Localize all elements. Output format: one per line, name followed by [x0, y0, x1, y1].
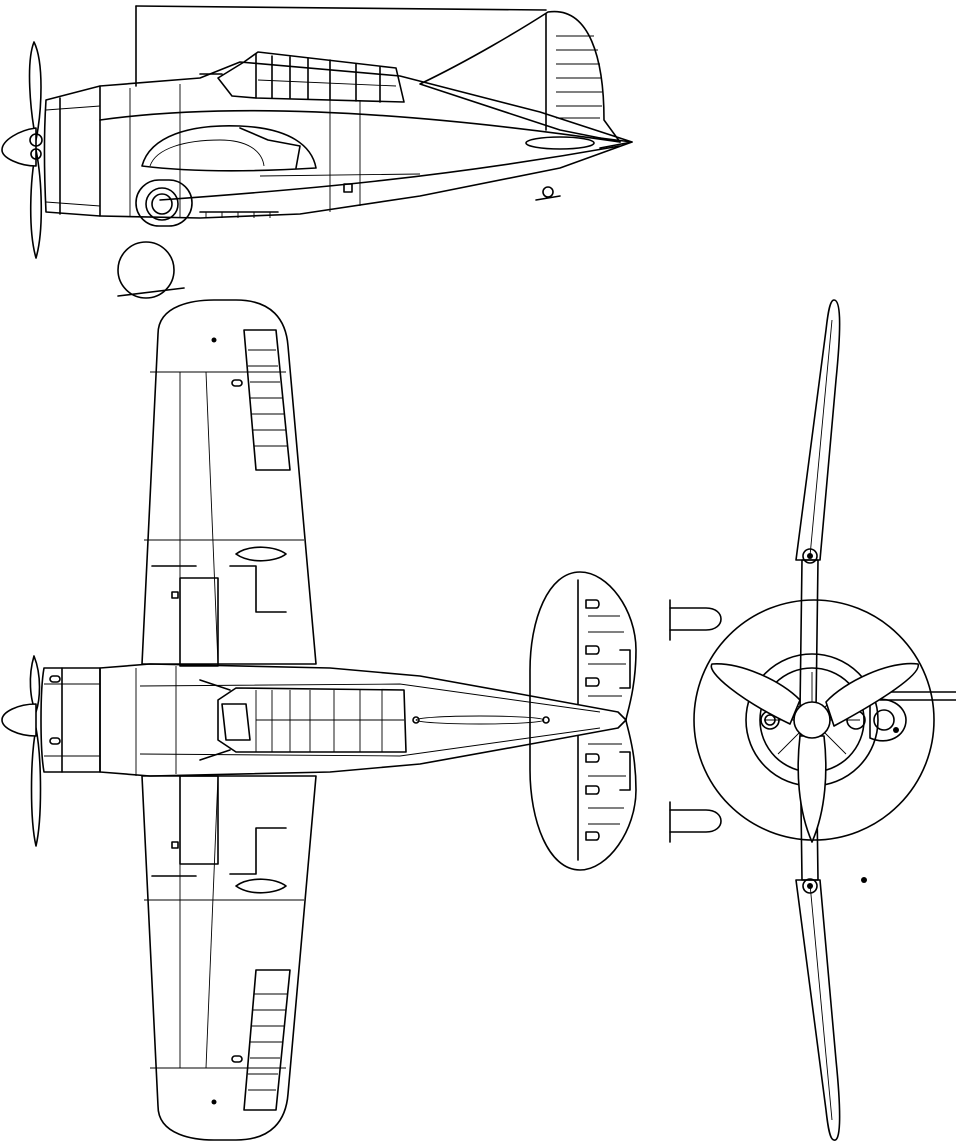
top-fuselage [99, 663, 627, 777]
top-view [1, 299, 637, 1141]
side-wing-root [141, 124, 317, 172]
top-flap-upper [179, 577, 219, 667]
side-tail [135, 5, 633, 150]
side-propeller [1, 41, 43, 259]
top-aileron-upper [243, 329, 291, 471]
side-view [1, 5, 633, 299]
top-canopy [199, 679, 407, 761]
front-wing-lower [795, 879, 841, 1141]
top-aileron-lower [243, 969, 291, 1111]
top-horizontal-tail [529, 571, 637, 871]
side-canopy [199, 51, 405, 103]
top-wing-upper [141, 299, 317, 665]
side-cowling [43, 85, 101, 217]
top-flap-lower [179, 775, 219, 865]
front-prop-blade-3 [797, 735, 827, 843]
top-propeller [1, 655, 42, 847]
top-wing-lower [141, 775, 317, 1141]
front-prop-blade-2 [825, 662, 919, 727]
side-main-wheel [135, 179, 193, 227]
side-tail-wheel [542, 186, 554, 198]
front-view [669, 299, 956, 1141]
front-propeller-disc [693, 599, 935, 841]
side-wheel-detail [117, 241, 175, 299]
front-spinner [793, 701, 831, 739]
front-wing-upper [795, 299, 841, 561]
front-prop-blade-1 [710, 663, 801, 725]
